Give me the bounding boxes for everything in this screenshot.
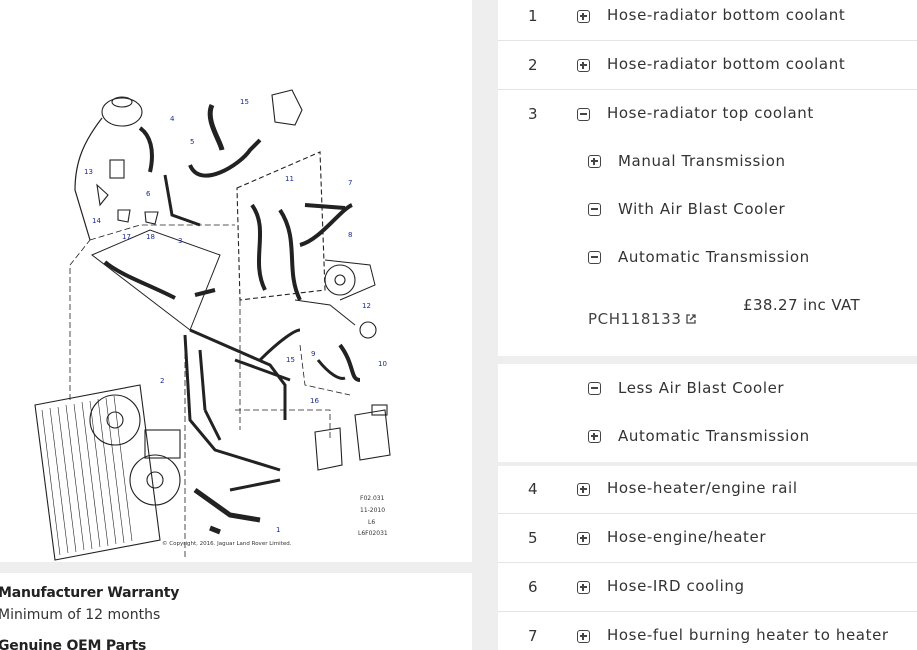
row-divider <box>498 562 917 563</box>
part-number-text[interactable]: PCH118133 <box>588 310 682 328</box>
callout-label: 9 <box>311 350 315 358</box>
variant-with-air-blast-cooler[interactable]: With Air Blast Cooler <box>618 200 786 218</box>
warranty-title: Manufacturer Warranty <box>0 585 180 601</box>
callout-label: 15 <box>240 98 249 106</box>
stamp-line: F02.031 <box>360 495 385 502</box>
callout-label: 16 <box>310 397 319 405</box>
callout-label: 18 <box>146 233 155 241</box>
collapse-minus-icon[interactable] <box>588 251 601 264</box>
left-panel: 1 2 3 4 5 6 7 8 9 10 11 12 13 14 15 15 1… <box>0 0 472 650</box>
stamp-line: 11-2010 <box>360 507 385 514</box>
part-label[interactable]: Hose-IRD cooling <box>607 577 745 595</box>
external-link-icon[interactable] <box>685 313 697 325</box>
expand-plus-icon[interactable] <box>577 532 590 545</box>
part-number-index: 1 <box>528 7 538 25</box>
row-divider <box>498 513 917 514</box>
callout-label: 15 <box>286 356 295 364</box>
oem-title: Genuine OEM Parts <box>0 638 147 650</box>
warranty-text: Minimum of 12 months <box>0 607 161 623</box>
part-number-index: 3 <box>528 105 538 123</box>
part-row[interactable]: 1 Hose-radiator bottom coolant <box>498 0 917 41</box>
callout-label: 5 <box>190 138 194 146</box>
copyright-text: © Copyright, 2016. Jaguar Land Rover Lim… <box>162 540 292 547</box>
diagram-card: 1 2 3 4 5 6 7 8 9 10 11 12 13 14 15 15 1… <box>0 0 472 562</box>
part-row[interactable]: 2 Hose-radiator bottom coolant <box>498 41 917 90</box>
part-number-link[interactable]: PCH118133 <box>588 310 697 328</box>
part-label[interactable]: Hose-radiator bottom coolant <box>607 6 846 24</box>
variant-manual-transmission[interactable]: Manual Transmission <box>618 152 786 170</box>
callout-label: 6 <box>146 190 151 198</box>
exploded-diagram[interactable]: 1 2 3 4 5 6 7 8 9 10 11 12 13 14 15 15 1… <box>0 0 472 562</box>
parts-list: 1 Hose-radiator bottom coolant 2 Hose-ra… <box>498 0 917 650</box>
part-row[interactable]: 5 Hose-engine/heater <box>498 514 917 563</box>
row-divider <box>498 40 917 41</box>
collapse-minus-icon[interactable] <box>577 108 590 121</box>
part-label[interactable]: Hose-radiator top coolant <box>607 104 814 122</box>
callout-label: 1 <box>276 526 280 534</box>
part-label[interactable]: Hose-engine/heater <box>607 528 767 546</box>
callout-label: 8 <box>348 231 352 239</box>
part-label[interactable]: Hose-radiator bottom coolant <box>607 55 846 73</box>
callout-label: 4 <box>170 115 175 123</box>
info-card: Manufacturer Warranty Minimum of 12 mont… <box>0 573 472 650</box>
part-number-index: 7 <box>528 627 538 645</box>
stamp-line: L6F02031 <box>358 530 388 537</box>
radiator-drawing <box>34 384 181 561</box>
callout-label: 13 <box>84 168 93 176</box>
collapse-minus-icon[interactable] <box>588 382 601 395</box>
collapse-minus-icon[interactable] <box>588 203 601 216</box>
part-row[interactable]: 6 Hose-IRD cooling <box>498 563 917 612</box>
expand-plus-icon[interactable] <box>577 581 590 594</box>
part-row-expanded[interactable]: 3 Hose-radiator top coolant Manual Trans… <box>498 90 917 356</box>
variant-block: Less Air Blast Cooler Automatic Transmis… <box>498 364 917 462</box>
callout-label: 11 <box>285 175 294 183</box>
variant-automatic-transmission[interactable]: Automatic Transmission <box>618 248 810 266</box>
variant-less-air-blast-cooler[interactable]: Less Air Blast Cooler <box>618 379 785 397</box>
part-number-index: 2 <box>528 56 538 74</box>
callout-label: 7 <box>348 179 352 187</box>
expand-plus-icon[interactable] <box>577 59 590 72</box>
part-number-index: 6 <box>528 578 538 596</box>
expand-plus-icon[interactable] <box>577 483 590 496</box>
callout-label: 14 <box>92 217 101 225</box>
part-number-index: 4 <box>528 480 538 498</box>
variant-automatic-transmission[interactable]: Automatic Transmission <box>618 427 810 445</box>
expand-plus-icon[interactable] <box>588 430 601 443</box>
part-label[interactable]: Hose-heater/engine rail <box>607 479 798 497</box>
callout-label: 17 <box>122 233 131 241</box>
stamp-line: L6 <box>368 519 375 526</box>
callout-label: 12 <box>362 302 371 310</box>
expand-plus-icon[interactable] <box>577 10 590 23</box>
callout-label: 10 <box>378 360 387 368</box>
expand-plus-icon[interactable] <box>577 630 590 643</box>
callout-label: 3 <box>178 237 182 245</box>
part-row[interactable]: 7 Hose-fuel burning heater to heater <box>498 612 917 650</box>
row-divider <box>498 89 917 90</box>
expand-plus-icon[interactable] <box>588 155 601 168</box>
part-number-index: 5 <box>528 529 538 547</box>
part-row[interactable]: 4 Hose-heater/engine rail <box>498 466 917 514</box>
price-text: £38.27 inc VAT <box>743 296 861 314</box>
callout-label: 2 <box>160 377 164 385</box>
row-divider <box>498 611 917 612</box>
part-label[interactable]: Hose-fuel burning heater to heater <box>607 626 889 644</box>
